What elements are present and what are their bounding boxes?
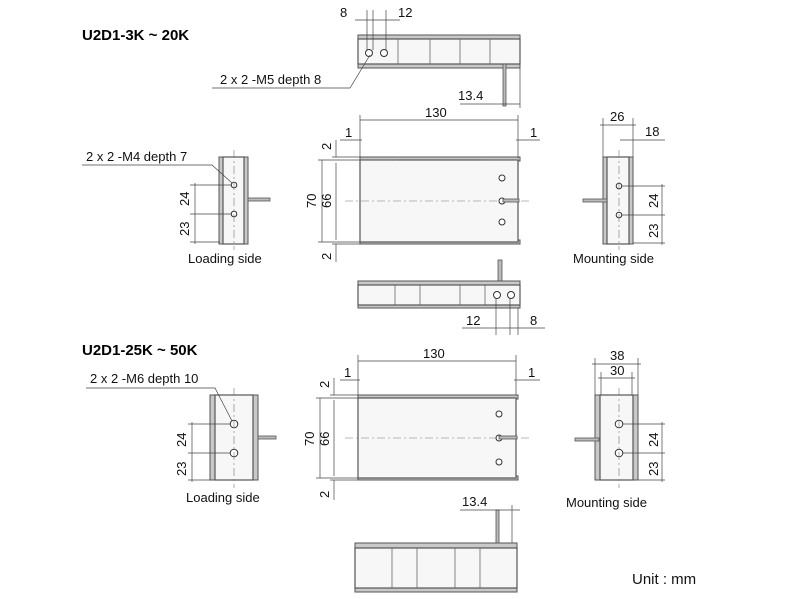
dim-mount-upper: 24 (646, 194, 661, 208)
dim-mount-width-outer: 26 (610, 109, 624, 124)
dim-mount-width-outer-large: 38 (610, 348, 624, 363)
mounting-side-label: Mounting side (573, 251, 654, 266)
dim-mount-upper-large: 24 (646, 433, 661, 447)
dim-loading-upper: 24 (177, 192, 192, 206)
cable-pin (502, 63, 507, 107)
dim-top-8: 8 (340, 5, 347, 20)
mounting-side-large: 38 30 24 23 Mounting side (566, 348, 665, 510)
front-view-small: 130 1 1 70 66 2 2 (304, 105, 540, 262)
dim-mount-lower: 23 (646, 224, 661, 238)
dim-front-height-outer-large: 70 (302, 432, 317, 446)
thread-note-m5: 2 x 2 -M5 depth 8 (220, 72, 321, 87)
section-title-large-models: U2D1-25K ~ 50K (82, 342, 198, 359)
dim-front-top-offset: 2 (319, 143, 334, 150)
dim-front-height-inner-large: 66 (317, 432, 332, 446)
threaded-hole (380, 49, 388, 57)
dim-bottom-8: 8 (530, 313, 537, 328)
mounting-side-small: 26 18 24 23 Mounting side (573, 109, 665, 266)
mounting-side-label-large: Mounting side (566, 495, 647, 510)
bottom-view-small: 12 8 (357, 259, 545, 335)
dim-front-bottom-offset-large: 2 (317, 491, 332, 498)
dim-mount-width-inner: 18 (645, 124, 659, 139)
threaded-hole (365, 49, 373, 57)
dim-front-top-offset-large: 2 (317, 381, 332, 388)
front-view-large: 130 1 1 70 66 2 2 (302, 346, 540, 500)
loading-side-label: Loading side (188, 251, 262, 266)
dim-front-height-outer: 70 (304, 194, 319, 208)
section-title-small-models: U2D1-3K ~ 20K (82, 27, 189, 44)
dim-front-bottom-offset: 2 (319, 253, 334, 260)
top-view-small: 8 12 2 x 2 -M5 depth 8 13.4 (212, 5, 521, 108)
loading-side-label-large: Loading side (186, 490, 260, 505)
dim-mount-width-inner-large: 30 (610, 363, 624, 378)
dim-loading-lower: 23 (177, 222, 192, 236)
dim-loading-upper-large: 24 (174, 433, 189, 447)
dim-bottom-12: 12 (466, 313, 480, 328)
thread-note-m6: 2 x 2 -M6 depth 10 (90, 371, 198, 386)
dim-bottom-13-4-large: 13.4 (462, 494, 487, 509)
dim-mount-lower-large: 23 (646, 462, 661, 476)
bottom-view-large: 13.4 (354, 494, 520, 593)
dim-top-12: 12 (398, 5, 412, 20)
dim-front-gap-right: 1 (530, 125, 537, 140)
dim-front-length: 130 (425, 105, 447, 120)
dim-front-length-large: 130 (423, 346, 445, 361)
unit-label: Unit : mm (632, 571, 696, 588)
dim-front-gap-left-large: 1 (344, 365, 351, 380)
dim-front-gap-left: 1 (345, 125, 352, 140)
loading-side-small: 2 x 2 -M4 depth 7 24 23 Loading side (82, 149, 271, 266)
dim-top-13-4: 13.4 (458, 88, 483, 103)
dim-loading-lower-large: 23 (174, 462, 189, 476)
dim-front-height-inner: 66 (319, 194, 334, 208)
dim-front-gap-right-large: 1 (528, 365, 535, 380)
thread-note-m4: 2 x 2 -M4 depth 7 (86, 149, 187, 164)
loading-side-large: 2 x 2 -M6 depth 10 24 23 Loading side (86, 371, 277, 505)
